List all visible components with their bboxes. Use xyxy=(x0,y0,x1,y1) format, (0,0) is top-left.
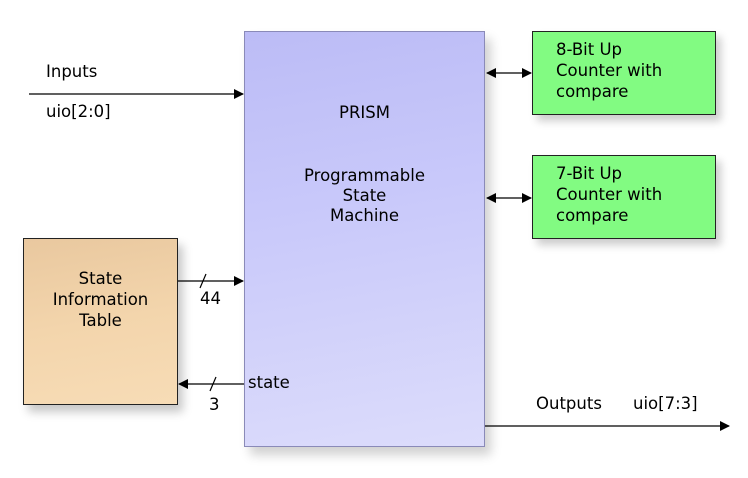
prism-block: PRISM Programmable State Machine xyxy=(244,31,485,447)
counter8-line-1: 8-Bit Up xyxy=(556,40,623,59)
outputs-bus-label: uio[7:3] xyxy=(633,394,698,413)
counter7-line-2: Counter with xyxy=(556,185,663,204)
counter8-line-3: compare xyxy=(556,82,629,101)
outputs-label: Outputs xyxy=(536,394,602,413)
bus-slash-3 xyxy=(209,376,217,392)
table-line-1: State xyxy=(78,269,123,288)
table-line-3: Table xyxy=(79,311,122,330)
prism-subtitle-3: Machine xyxy=(329,206,400,225)
prism-title: PRISM xyxy=(339,103,390,122)
prism-subtitle-2: State xyxy=(342,186,387,205)
inputs-bus-label: uio[2:0] xyxy=(46,102,111,121)
counter8-line-2: Counter with xyxy=(556,61,663,80)
bus-width-44: 44 xyxy=(200,289,221,308)
counter7-line-1: 7-Bit Up xyxy=(556,164,623,183)
inputs-label: Inputs xyxy=(46,62,98,81)
counter7-line-3: compare xyxy=(556,206,629,225)
prism-subtitle-1: Programmable xyxy=(303,166,425,185)
bus-slash-44 xyxy=(199,273,207,289)
state-information-table-block: State Information Table xyxy=(23,238,178,405)
state-label: state xyxy=(248,373,290,392)
table-line-2: Information xyxy=(52,290,149,309)
counter-7bit-block: 7-Bit Up Counter with compare xyxy=(532,155,716,239)
bus-width-3: 3 xyxy=(209,395,220,414)
counter-8bit-block: 8-Bit Up Counter with compare xyxy=(532,31,716,115)
